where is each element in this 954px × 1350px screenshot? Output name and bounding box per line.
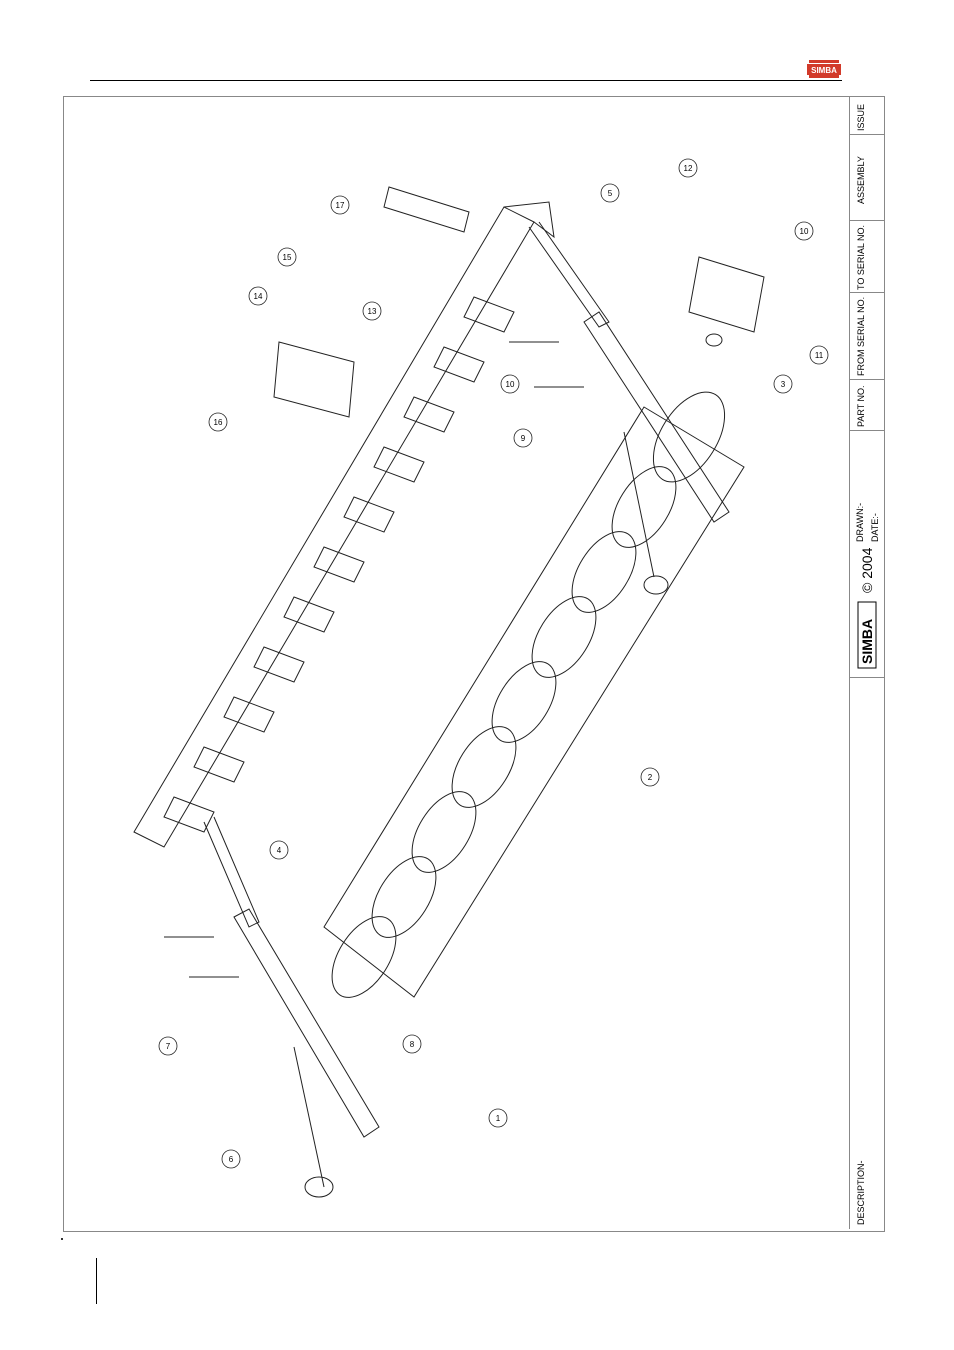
callout-5: 5 <box>601 184 619 202</box>
callout-17: 17 <box>331 196 349 214</box>
copyright-text: © 2004 <box>859 548 875 593</box>
callout-13: 13 <box>363 302 381 320</box>
part-no-cell: PART NO. <box>850 379 884 431</box>
svg-text:13: 13 <box>368 307 377 316</box>
to-serial-label: TO SERIAL NO. <box>856 225 866 290</box>
from-serial-cell: FROM SERIAL NO. <box>850 292 884 380</box>
tine-clamp-17 <box>384 187 469 232</box>
simba-logo-text: SIMBA <box>859 619 875 664</box>
callout-2: 2 <box>641 768 659 786</box>
left-rod-eye <box>305 1177 333 1197</box>
description-cell: DESCRIPTION- <box>850 677 884 1229</box>
drawn-label: DRAWN:- <box>855 503 865 542</box>
svg-text:10: 10 <box>800 227 809 236</box>
title-block: ISSUE ASSEMBLY TO SERIAL NO. FROM SERIAL… <box>849 97 884 1229</box>
svg-text:4: 4 <box>277 846 282 855</box>
svg-text:16: 16 <box>214 418 223 427</box>
callout-10a: 10 <box>501 375 519 393</box>
svg-text:6: 6 <box>229 1155 234 1164</box>
spacer-ring <box>706 334 722 346</box>
callout-3: 3 <box>774 375 792 393</box>
svg-text:11: 11 <box>815 351 824 360</box>
drawn-date-cell: DRAWN:- DATE:- SIMBA © 2004 <box>850 430 884 678</box>
issue-label: ISSUE <box>856 104 866 131</box>
svg-text:12: 12 <box>684 164 693 173</box>
callout-6: 6 <box>222 1150 240 1168</box>
right-arm <box>529 222 609 327</box>
svg-text:8: 8 <box>410 1040 415 1049</box>
tine-bar <box>134 207 534 847</box>
svg-text:17: 17 <box>336 201 345 210</box>
svg-text:1: 1 <box>496 1114 501 1123</box>
svg-text:3: 3 <box>781 380 786 389</box>
svg-text:15: 15 <box>283 253 292 262</box>
right-rod-eye <box>644 576 668 594</box>
callout-12: 12 <box>679 159 697 177</box>
from-serial-label: FROM SERIAL NO. <box>856 297 866 376</box>
roller-rings <box>319 380 739 1009</box>
svg-text:14: 14 <box>254 292 263 301</box>
tine-plates <box>164 297 514 832</box>
bearing-housing <box>689 257 764 332</box>
date-label: DATE:- <box>870 513 880 542</box>
left-beam <box>234 909 379 1137</box>
issue-cell: ISSUE <box>850 97 884 135</box>
svg-text:9: 9 <box>521 434 526 443</box>
callout-9: 9 <box>514 429 532 447</box>
brand-logo-icon: SIMBA <box>807 60 841 78</box>
header-rule <box>90 80 842 81</box>
margin-mark <box>61 1238 63 1240</box>
right-adjuster-rod <box>624 432 654 577</box>
callout-7: 7 <box>159 1037 177 1055</box>
to-serial-cell: TO SERIAL NO. <box>850 220 884 293</box>
callout-11: 11 <box>810 346 828 364</box>
callout-10b: 10 <box>795 222 813 240</box>
callout-1: 1 <box>489 1109 507 1127</box>
roller-drum <box>324 407 744 997</box>
footer-rule <box>96 1258 97 1304</box>
callout-15: 15 <box>278 248 296 266</box>
left-adjuster-rod <box>294 1047 324 1187</box>
svg-text:5: 5 <box>608 189 613 198</box>
description-label: DESCRIPTION- <box>856 1160 866 1225</box>
svg-text:10: 10 <box>506 380 515 389</box>
exploded-assembly-drawing: 1 2 3 4 5 6 7 8 9 10 10 11 12 13 14 15 1… <box>64 97 849 1229</box>
part-no-label: PART NO. <box>856 385 866 427</box>
assembly-cell: ASSEMBLY <box>850 134 884 221</box>
svg-text:2: 2 <box>648 773 653 782</box>
assembly-label: ASSEMBLY <box>856 156 866 204</box>
svg-text:7: 7 <box>166 1042 171 1051</box>
callout-4: 4 <box>270 841 288 859</box>
tine-plate-loose <box>274 342 354 417</box>
logo-text: SIMBA <box>811 66 837 75</box>
callout-16: 16 <box>209 413 227 431</box>
callout-14: 14 <box>249 287 267 305</box>
left-arm <box>204 817 259 927</box>
simba-logo-icon: SIMBA <box>856 600 878 670</box>
callout-8: 8 <box>403 1035 421 1053</box>
